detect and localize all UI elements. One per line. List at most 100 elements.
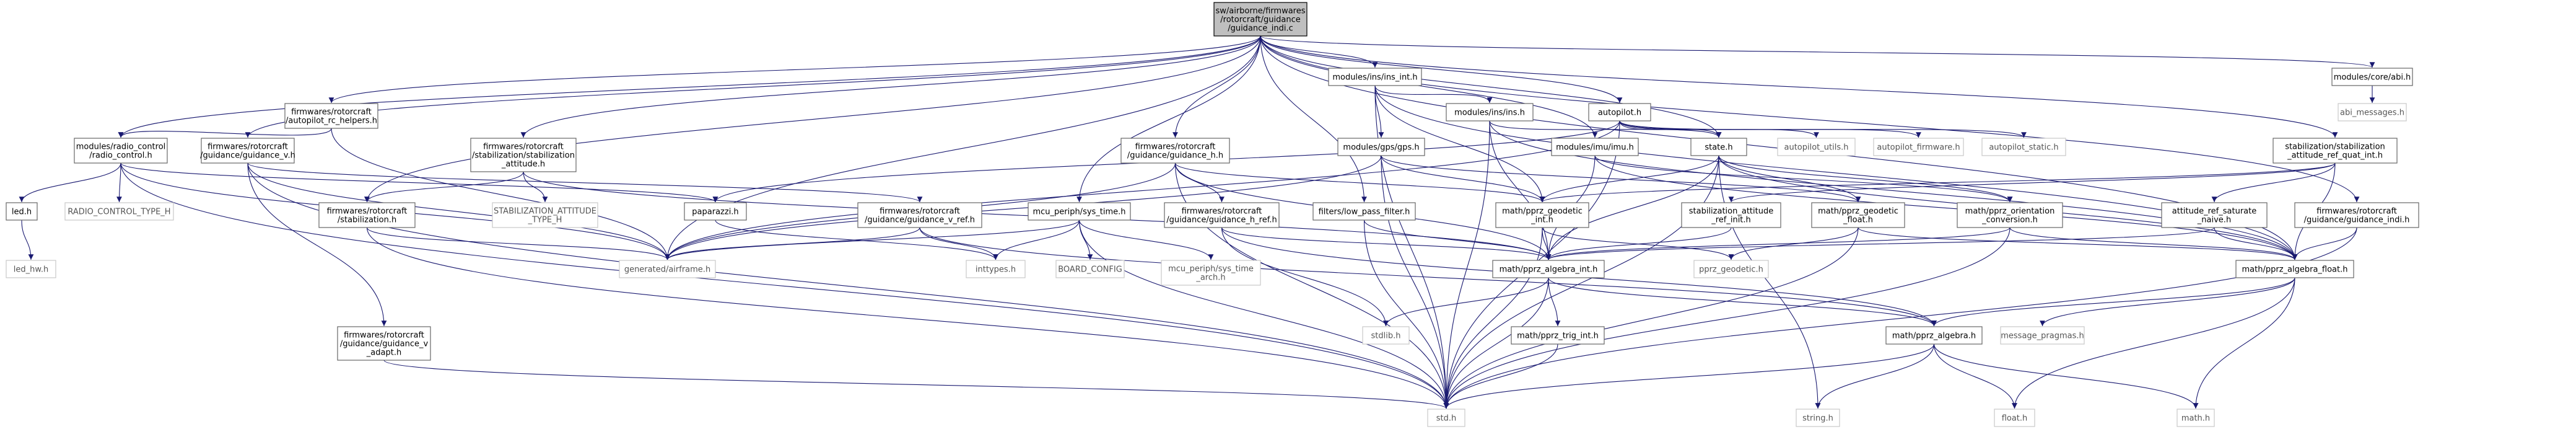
node-inttypes[interactable]: inttypes.h — [966, 260, 1026, 278]
node-imu[interactable]: modules/imu/imu.h — [1551, 138, 1639, 156]
node-label: std.h — [1436, 414, 1457, 423]
node-box — [1690, 138, 1747, 156]
node-label: math.h — [2181, 414, 2210, 423]
node-abi-messages[interactable]: abi_messages.h — [2338, 103, 2407, 122]
node-led-hw[interactable]: led_hw.h — [6, 260, 56, 278]
node-orientation[interactable]: math/pprz_orientation_conversion.h — [1957, 202, 2063, 228]
node-label: math/pprz_geodetic — [1502, 207, 1583, 216]
edge-algebra-to-math — [1933, 343, 2199, 409]
node-label: float.h — [2002, 414, 2028, 423]
node-root[interactable]: sw/airborne/firmwares/rotorcraft/guidanc… — [1213, 2, 1308, 37]
node-autopilot-static[interactable]: autopilot_static.h — [1981, 138, 2066, 156]
node-radio-control[interactable]: modules/radio_control/radio_control.h — [74, 138, 168, 164]
node-label: /rotorcraft/guidance — [1220, 15, 1301, 25]
node-sys-time-arch[interactable]: mcu_periph/sys_time_arch.h — [1161, 260, 1261, 286]
edge-stabilization-to-std — [366, 227, 1449, 409]
node-label: autopilot_firmware.h — [1877, 143, 1960, 153]
node-algebra-float[interactable]: math/pprz_algebra_float.h — [2235, 260, 2354, 278]
node-geodetic[interactable]: pprz_geodetic.h — [1693, 260, 1769, 278]
node-label: filters/low_pass_filter.h — [1319, 208, 1410, 217]
node-guidance-h-ref[interactable]: firmwares/rotorcraft/guidance/guidance_h… — [1164, 202, 1280, 228]
edge-algebra-float-to-message-pragmas — [2040, 277, 2295, 327]
node-autopilot[interactable]: autopilot.h — [1588, 103, 1651, 122]
node-float[interactable]: float.h — [1994, 409, 2035, 427]
edge-algebra-float-to-math — [2193, 277, 2295, 409]
node-label: /radio_control.h — [89, 151, 152, 161]
edge-guidance-v-to-v-adapt — [247, 162, 387, 327]
node-autopilot-utils[interactable]: autopilot_utils.h — [1777, 138, 1856, 156]
node-stab-attitude[interactable]: firmwares/rotorcraft/stabilization/stabi… — [470, 138, 577, 172]
edge-ins-to-algebra-float — [1489, 120, 2298, 260]
edge-sys-time-to-airframe — [665, 219, 1080, 260]
node-rc-type[interactable]: RADIO_CONTROL_TYPE_H — [64, 202, 174, 221]
node-guidance-v[interactable]: firmwares/rotorcraft/guidance/guidance_v… — [200, 138, 295, 164]
edge-radio-control-to-paparazzi — [120, 162, 718, 203]
node-label: math/pprz_geodetic — [1818, 207, 1898, 216]
edge-guidance-h-ref-to-algebra-int — [1221, 227, 1552, 260]
node-guidance-h[interactable]: firmwares/rotorcraft/guidance/guidance_h… — [1120, 138, 1230, 164]
node-math[interactable]: math.h — [2177, 409, 2215, 427]
node-airframe[interactable]: generated/airframe.h — [619, 260, 716, 278]
node-autopilot-firmware[interactable]: autopilot_firmware.h — [1873, 138, 1964, 156]
node-string[interactable]: string.h — [1796, 409, 1840, 427]
node-label: firmwares/rotorcraft — [207, 143, 288, 152]
node-trig-int[interactable]: math/pprz_trig_int.h — [1511, 326, 1605, 345]
node-ins-int[interactable]: modules/ins/ins_int.h — [1328, 68, 1422, 86]
node-algebra[interactable]: math/pprz_algebra.h — [1885, 326, 1983, 345]
node-paparazzi[interactable]: paparazzi.h — [684, 202, 747, 221]
node-box — [1362, 326, 1410, 345]
node-v-adapt[interactable]: firmwares/rotorcraft/guidance/guidance_v… — [337, 326, 431, 361]
edge-gps-to-airframe — [665, 155, 1382, 260]
node-label: message_pragmas.h — [2001, 332, 2084, 341]
node-geodetic-float[interactable]: math/pprz_geodetic_float.h — [1811, 202, 1905, 228]
node-board-config[interactable]: BOARD_CONFIG — [1055, 260, 1125, 278]
edge-guidance-v-ref-to-algebra — [919, 227, 1937, 327]
node-label: _naive.h — [2197, 216, 2231, 225]
node-label: firmwares/rotorcraft — [344, 331, 424, 340]
edge-sys-time-to-board-config — [1078, 219, 1093, 260]
node-stdlib[interactable]: stdlib.h — [1362, 326, 1410, 345]
node-gps[interactable]: modules/gps/gps.h — [1337, 138, 1425, 156]
node-stab-type[interactable]: STABILIZATION_ATTITUDE_TYPE_H — [492, 202, 598, 228]
node-label: autopilot_static.h — [1989, 143, 2058, 153]
node-label: inttypes.h — [976, 265, 1016, 275]
edge-sys-time-to-std — [1078, 219, 1449, 409]
edge-state-to-string — [1718, 155, 1821, 409]
node-guidance-v-ref[interactable]: firmwares/rotorcraft/guidance/guidance_v… — [857, 202, 982, 228]
node-led[interactable]: led.h — [6, 202, 38, 221]
node-ins[interactable]: modules/ins/ins.h — [1446, 103, 1534, 122]
node-rc-helpers[interactable]: firmwares/rotorcraft/autopilot_rc_helper… — [284, 103, 378, 129]
node-label: math/pprz_algebra_int.h — [1500, 265, 1598, 275]
edge-layer — [19, 35, 2375, 409]
node-message-pragmas[interactable]: message_pragmas.h — [2000, 326, 2085, 345]
edge-state-to-orientation — [1718, 155, 2013, 203]
node-box — [1885, 326, 1983, 345]
node-geodetic-int[interactable]: math/pprz_geodetic_int.h — [1495, 202, 1589, 228]
edge-imu-to-orientation — [1594, 155, 2013, 203]
node-label: attitude_ref_saturate — [2172, 207, 2256, 216]
node-abi[interactable]: modules/core/abi.h — [2331, 68, 2413, 86]
edge-radio-control-to-std — [120, 162, 1449, 409]
node-label: math/pprz_orientation — [1965, 207, 2055, 216]
node-stab-ref-init[interactable]: stabilization_attitude_ref_init.h — [1681, 202, 1781, 228]
node-guidance-indi[interactable]: firmwares/rotorcraft/guidance/guidance_i… — [2294, 202, 2419, 228]
edge-algebra-int-to-trig-int — [1548, 277, 1561, 327]
node-label: STABILIZATION_ATTITUDE — [494, 207, 596, 216]
node-box — [619, 260, 716, 278]
node-std[interactable]: std.h — [1427, 409, 1465, 427]
edge-algebra-float-to-algebra — [1931, 277, 2295, 327]
edge-ins-int-to-std — [1374, 85, 1449, 409]
edge-ref-saturate-to-algebra-float — [2214, 227, 2298, 260]
node-ref-saturate[interactable]: attitude_ref_saturate_naive.h — [2161, 202, 2268, 228]
node-stabilization[interactable]: firmwares/rotorcraft/stabilization.h — [318, 202, 416, 228]
node-label: autopilot.h — [1598, 108, 1641, 118]
node-box — [2338, 103, 2407, 122]
node-box — [1511, 326, 1605, 345]
node-low-pass[interactable]: filters/low_pass_filter.h — [1312, 202, 1416, 221]
node-state[interactable]: state.h — [1690, 138, 1747, 156]
node-label: /stabilization.h — [338, 216, 396, 225]
node-sys-time[interactable]: mcu_periph/sys_time.h — [1028, 202, 1131, 221]
node-stab-ref-quat[interactable]: stabilization/stabilization_attitude_ref… — [2273, 138, 2398, 164]
node-algebra-int[interactable]: math/pprz_algebra_int.h — [1492, 260, 1605, 278]
